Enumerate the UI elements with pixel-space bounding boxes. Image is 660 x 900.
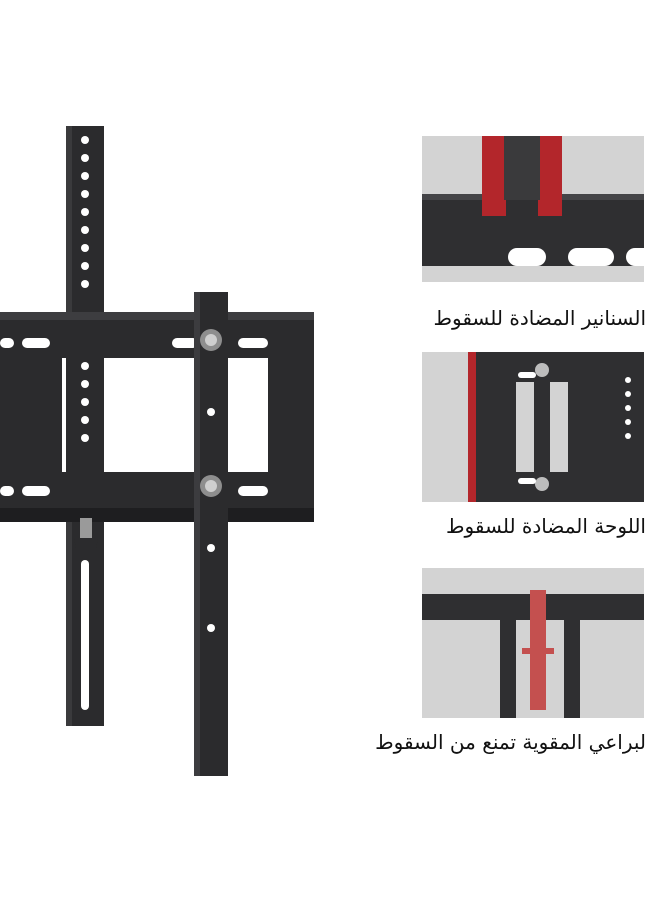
safety-latch: [74, 518, 98, 548]
detail-panel-reinforced-screws: [422, 568, 644, 718]
caption-anti-fall-plate: اللوحة المضادة للسقوط: [446, 514, 646, 538]
caption-anti-fall-hooks: السنانير المضادة للسقوط: [433, 306, 646, 330]
detail-panel-anti-fall-plate: [422, 352, 644, 502]
wall-plate: [0, 312, 314, 522]
anti-fall-plate-icon: [422, 352, 644, 502]
reinforced-screws-icon: [422, 568, 644, 718]
bolt: [200, 329, 222, 351]
caption-reinforced-screws: لبراعي المقوية تمنع من السقوط: [375, 730, 646, 754]
detail-panel-anti-fall-hooks: [422, 136, 644, 282]
anti-fall-hooks-icon: [422, 136, 644, 282]
bolt: [200, 475, 222, 497]
right-vertical-arm: [194, 292, 228, 776]
